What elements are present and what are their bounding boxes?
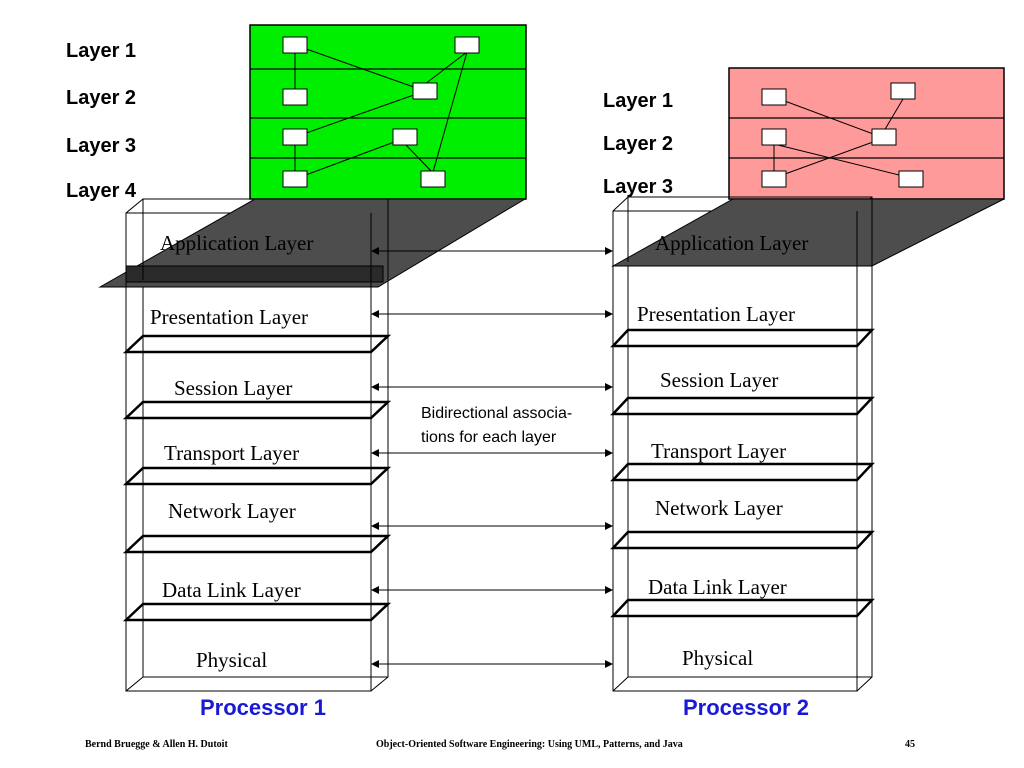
component-box <box>761 128 787 146</box>
left-platform <box>98 198 527 288</box>
right-stack-layer-name: Data Link Layer <box>648 575 787 599</box>
component-box <box>282 128 308 146</box>
right-stack-layer-name: Physical <box>682 646 753 670</box>
right-app-diagram <box>728 67 1005 200</box>
right-platform <box>611 198 1005 267</box>
right-stack-layer-name: Application Layer <box>655 231 808 255</box>
right-app-layer-label: Layer 3 <box>603 176 673 198</box>
footer-authors: Bernd Bruegge & Allen H. Dutoit <box>85 739 228 750</box>
left-app-layer-label: Layer 3 <box>66 135 136 157</box>
page-number: 45 <box>905 739 915 750</box>
left-app-box <box>249 24 527 200</box>
left-stack-layer-name: Transport Layer <box>164 441 299 465</box>
left-stack-layer-name: Session Layer <box>174 376 292 400</box>
processor-1-label: Processor 1 <box>200 695 326 720</box>
left-app-layer-label: Layer 4 <box>66 180 137 202</box>
component-box <box>871 128 897 146</box>
left-stack-layer-name: Data Link Layer <box>162 578 301 602</box>
right-stack-layer-name: Presentation Layer <box>637 302 795 326</box>
left-app-diagram <box>249 24 527 200</box>
component-box <box>890 82 916 100</box>
left-app-layer-label: Layer 1 <box>66 40 136 62</box>
right-app-layer-label: Layer 2 <box>603 133 673 155</box>
right-stack-layer-name: Network Layer <box>655 496 783 520</box>
left-stack-layer-name: Application Layer <box>160 231 313 255</box>
footer-book-title: Object-Oriented Software Engineering: Us… <box>376 739 683 750</box>
right-stack-layer-name: Transport Layer <box>651 439 786 463</box>
component-box <box>282 88 308 106</box>
component-box <box>420 170 446 188</box>
component-box <box>761 88 787 106</box>
left-protocol-stack <box>98 198 527 692</box>
right-protocol-stack <box>610 196 1005 692</box>
component-box <box>282 170 308 188</box>
bidirectional-arrows <box>371 247 613 668</box>
annotation-line-2: tions for each layer <box>421 429 557 446</box>
left-stack-layer-name: Presentation Layer <box>150 305 308 329</box>
right-app-layer-label: Layer 1 <box>603 90 673 112</box>
component-box <box>282 36 308 54</box>
left-stack-layer-name: Physical <box>196 648 267 672</box>
left-app-layer-label: Layer 2 <box>66 87 136 109</box>
annotation-line-1: Bidirectional associa- <box>421 405 572 422</box>
component-box <box>454 36 480 54</box>
left-app-connections <box>294 44 468 180</box>
component-box <box>898 170 924 188</box>
right-stack-layer-name: Session Layer <box>660 368 778 392</box>
component-box <box>412 82 438 100</box>
component-box <box>392 128 418 146</box>
right-app-connections <box>773 96 912 179</box>
component-box <box>761 170 787 188</box>
processor-2-label: Processor 2 <box>683 695 809 720</box>
left-stack-layer-name: Network Layer <box>168 499 296 523</box>
